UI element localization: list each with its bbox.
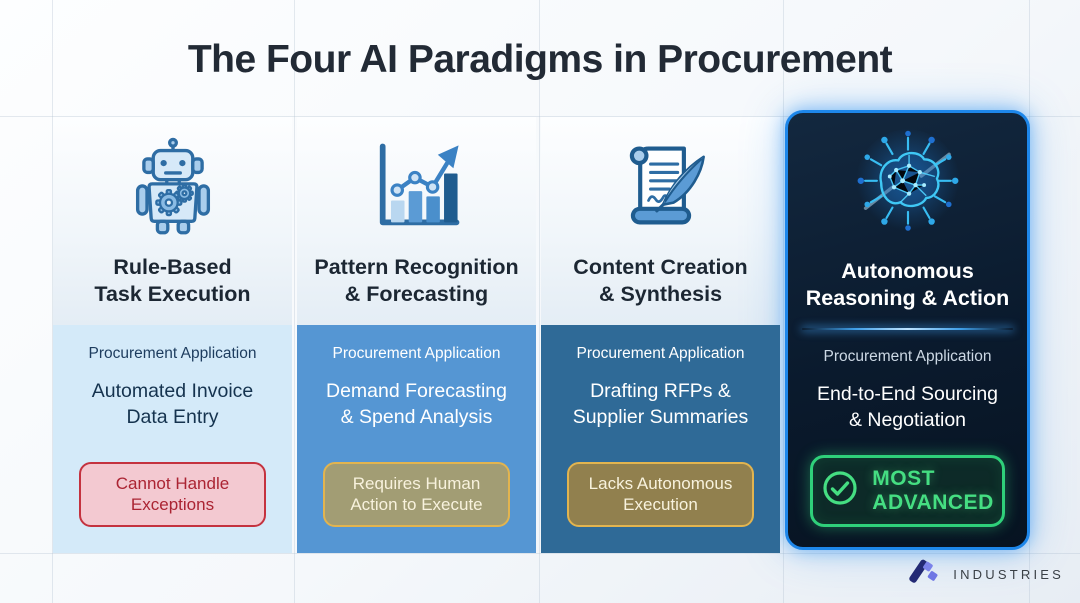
application-label: Procurement Application <box>332 345 501 362</box>
most-advanced-badge: MOST ADVANCED <box>810 454 1005 527</box>
neural-brain-icon <box>849 125 967 248</box>
column-pattern-recognition-forecasting: Pattern Recognition & Forecasting Procur… <box>297 117 536 553</box>
application-label: Procurement Application <box>576 345 745 362</box>
application-text: Automated Invoice Data Entry <box>91 380 254 429</box>
column-heading: Rule-Based Task Execution <box>94 255 251 306</box>
application-panel: Procurement Application Drafting RFPs & … <box>541 325 780 553</box>
column-content-creation-synthesis: Content Creation & Synthesis Procurement… <box>541 117 780 553</box>
limitation-badge: Requires Human Action to Execute <box>323 461 510 527</box>
paradigm-columns: Rule-Based Task Execution Procurement Ap… <box>53 110 1030 553</box>
check-circle-icon <box>821 469 859 512</box>
brand-name: INDUSTRIES <box>953 567 1064 582</box>
application-text: Drafting RFPs & Supplier Summaries <box>572 380 749 429</box>
grid-line <box>0 116 1080 117</box>
application-text: End-to-End Sourcing & Negotiation <box>816 382 999 432</box>
column-header-area: Rule-Based Task Execution <box>53 117 292 325</box>
limitation-badge: Lacks Autonomous Execution <box>567 461 754 527</box>
page-title: The Four AI Paradigms in Procurement <box>187 38 893 81</box>
bar-chart-trend-icon <box>365 135 469 244</box>
grid-line <box>783 0 784 603</box>
column-heading: Content Creation & Synthesis <box>573 255 748 306</box>
card-divider <box>802 327 1013 330</box>
most-advanced-label: MOST ADVANCED <box>872 466 994 514</box>
grid-line <box>294 0 295 603</box>
application-label: Procurement Application <box>823 347 992 365</box>
application-label: Procurement Application <box>88 345 257 362</box>
robot-icon <box>121 135 225 244</box>
grid-line <box>52 0 53 603</box>
scroll-quill-icon <box>609 135 713 244</box>
application-panel: Procurement Application End-to-End Sourc… <box>788 330 1027 547</box>
limitation-badge: Cannot Handle Exceptions <box>79 461 266 527</box>
grid-line <box>539 0 540 603</box>
column-heading: Autonomous Reasoning & Action <box>805 259 1010 310</box>
application-panel: Procurement Application Automated Invoic… <box>53 325 292 553</box>
column-header-area: Pattern Recognition & Forecasting <box>297 117 536 325</box>
column-autonomous-reasoning-action: Autonomous Reasoning & Action Procuremen… <box>785 110 1030 550</box>
brand-logo-icon <box>902 555 946 594</box>
column-rule-based-task-execution: Rule-Based Task Execution Procurement Ap… <box>53 117 292 553</box>
application-text: Demand Forecasting & Spend Analysis <box>325 380 507 429</box>
column-header-area: Content Creation & Synthesis <box>541 117 780 325</box>
brand-footer: INDUSTRIES <box>902 555 1064 594</box>
column-heading: Pattern Recognition & Forecasting <box>314 255 519 306</box>
application-panel: Procurement Application Demand Forecasti… <box>297 325 536 553</box>
grid-line <box>0 553 1080 554</box>
